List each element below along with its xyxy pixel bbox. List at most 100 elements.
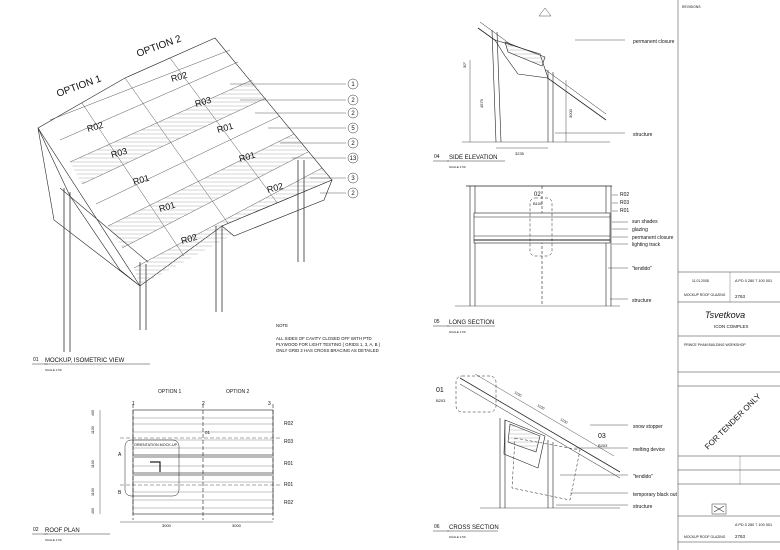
note-line: PLYWOOD FOR LIGHT TESTING ( GRIDS 1, 3, … <box>276 342 381 347</box>
revision-description: MOCKUP ROOF GLAZING <box>684 293 726 297</box>
cross-section-title: 06 CROSS SECTION SCALE 1:50 <box>433 524 499 539</box>
section-label: R02 <box>620 192 629 198</box>
long-section-title: 05 LONG SECTION SCALE 1:50 <box>433 319 495 334</box>
support-legs <box>63 160 305 352</box>
elev-dim: 3235 <box>515 151 525 156</box>
title-block <box>677 0 780 550</box>
bottom-description: MOCKUP ROOF GLAZING <box>684 535 726 539</box>
section-dim: 1100 <box>560 417 569 424</box>
plan-strip-label: R03 <box>284 439 293 445</box>
note-block: NOTE ALL SIDES OF CAVITY CLOSED OFF WITH… <box>276 323 381 353</box>
callout-number: 2 <box>351 98 355 104</box>
plan-dim: 3000 <box>162 523 172 528</box>
side-elevation-labels: permanent closure structure 4579 3000 32… <box>462 39 675 156</box>
panel-label: R02 <box>170 70 189 84</box>
note-line: ONLY GRID 2 HAS CROSS BRACING AS DETAILE… <box>276 348 379 353</box>
brand-logo-script: Tsvetkova <box>705 310 745 320</box>
callout-number: 3 <box>351 176 355 182</box>
plan-dim: 400 <box>91 508 95 514</box>
revisions-header: REVISIONS <box>682 5 701 9</box>
callout-number: 5 <box>351 126 355 132</box>
section-label: snow stopper <box>633 424 663 430</box>
plan-strip-label: R02 <box>284 500 293 506</box>
plan-row-label: B <box>118 490 122 496</box>
plan-dim: 1100 <box>91 488 95 496</box>
tender-stamp: FOR TENDER ONLY <box>703 391 763 451</box>
plan-grid-label: 1 <box>132 401 135 407</box>
section-label: lighting track <box>632 242 661 248</box>
section-label: "tendido" <box>633 474 653 480</box>
section-detail-ref: B203 <box>598 443 608 448</box>
section-detail-ref: B203 <box>436 398 446 403</box>
elev-dim: 4579 <box>479 98 484 108</box>
bottom-code: A PD 0 280 7 100 001 <box>735 523 772 527</box>
side-elevation-view <box>462 7 625 149</box>
elev-dim: 3000 <box>568 108 573 118</box>
panel-label: R03 <box>110 146 129 160</box>
panel-label: R02 <box>86 120 105 134</box>
view-number: 05 <box>434 319 440 325</box>
roof-plan-labels: OPTION 1 OPTION 2 1 2 3 A B R02 R03 R01 … <box>91 389 293 528</box>
view-title: LONG SECTION <box>449 320 494 326</box>
mockup-panel-labels: R02 R03 R02 R01 R03 R01 R01 R01 R02 R02 <box>86 70 285 246</box>
plan-orientation: ORIENTATION MOCK-UP <box>134 443 178 447</box>
plan-option1: OPTION 1 <box>158 389 182 395</box>
panel-label: R01 <box>238 150 257 164</box>
revision-date: 11.01.2008 <box>692 279 709 283</box>
section-label: permanent closure <box>632 235 674 241</box>
plan-dim: 400 <box>91 410 95 416</box>
side-elevation-title: 04 SIDE ELEVATION SCALE 1:50 <box>433 154 505 169</box>
section-label: glazing <box>632 227 648 233</box>
plan-dim: 1100 <box>91 460 95 468</box>
section-label: R01 <box>620 208 629 214</box>
view-scale: SCALE 1:50 <box>45 538 62 542</box>
section-detail-number: 03 <box>598 433 606 440</box>
plan-row-label: A <box>118 452 122 458</box>
view-title: SIDE ELEVATION <box>449 155 497 161</box>
view-number: 01 <box>33 357 39 363</box>
mockup-title: 01 MOCKUP, ISOMETRIC VIEW SCALE 1:50 <box>32 357 150 372</box>
revision-code: A PD 0 280 7 100 001 <box>735 279 772 283</box>
section-detail-number: 01 <box>436 387 444 394</box>
section-label: R03 <box>620 200 629 206</box>
elev-dim: 30° <box>462 62 467 68</box>
section-label: temporary black out <box>633 492 678 498</box>
section-dim: 1100 <box>514 390 523 397</box>
panel-label: R01 <box>158 200 177 214</box>
mockup-callouts: 1 2 2 5 2 13 3 2 <box>230 78 359 199</box>
plan-dim: 3000 <box>232 523 242 528</box>
long-section-labels: 02 B100 R02 R03 R01 sun shades glazing p… <box>533 192 674 304</box>
roof-plan-view <box>99 404 282 523</box>
bottom-sheet-number: 2763 <box>735 534 746 539</box>
plan-strip-label: R02 <box>284 421 293 427</box>
elev-label: structure <box>633 132 653 138</box>
cross-section-labels: 01 B203 03 B203 1100 1100 1100 snow stop… <box>436 387 678 510</box>
long-section-view <box>455 185 628 307</box>
section-label: "tendido" <box>632 266 652 272</box>
section-label: sun shades <box>632 219 658 225</box>
view-title: MOCKUP, ISOMETRIC VIEW <box>45 358 125 364</box>
sheet-number: 2763 <box>735 294 746 299</box>
view-scale: SCALE 1:50 <box>449 165 466 169</box>
plan-grid-label: 3 <box>268 401 271 407</box>
panel-label: R02 <box>180 232 199 246</box>
plan-grid-label: 2 <box>202 401 205 407</box>
view-number: 02 <box>33 527 39 533</box>
view-number: 04 <box>434 154 440 160</box>
elev-label: permanent closure <box>633 39 675 45</box>
plan-option2: OPTION 2 <box>226 389 250 395</box>
callout-number: 13 <box>350 156 357 162</box>
view-title: ROOF PLAN <box>45 528 80 534</box>
plan-strip-label: R01 <box>284 482 293 488</box>
view-scale: SCALE 1:50 <box>449 535 466 539</box>
panel-label: R03 <box>194 95 213 109</box>
view-scale: SCALE 1:50 <box>449 330 466 334</box>
section-detail-number: 02 <box>534 192 541 198</box>
callout-number: 2 <box>351 191 355 197</box>
plan-dim: 1100 <box>91 426 95 434</box>
client-name: PRINCE PHAM BUILDING WORKSHOP <box>684 343 746 347</box>
cross-section-view <box>455 373 628 509</box>
panel-label: R02 <box>266 181 285 195</box>
callout-number: 2 <box>351 141 355 147</box>
